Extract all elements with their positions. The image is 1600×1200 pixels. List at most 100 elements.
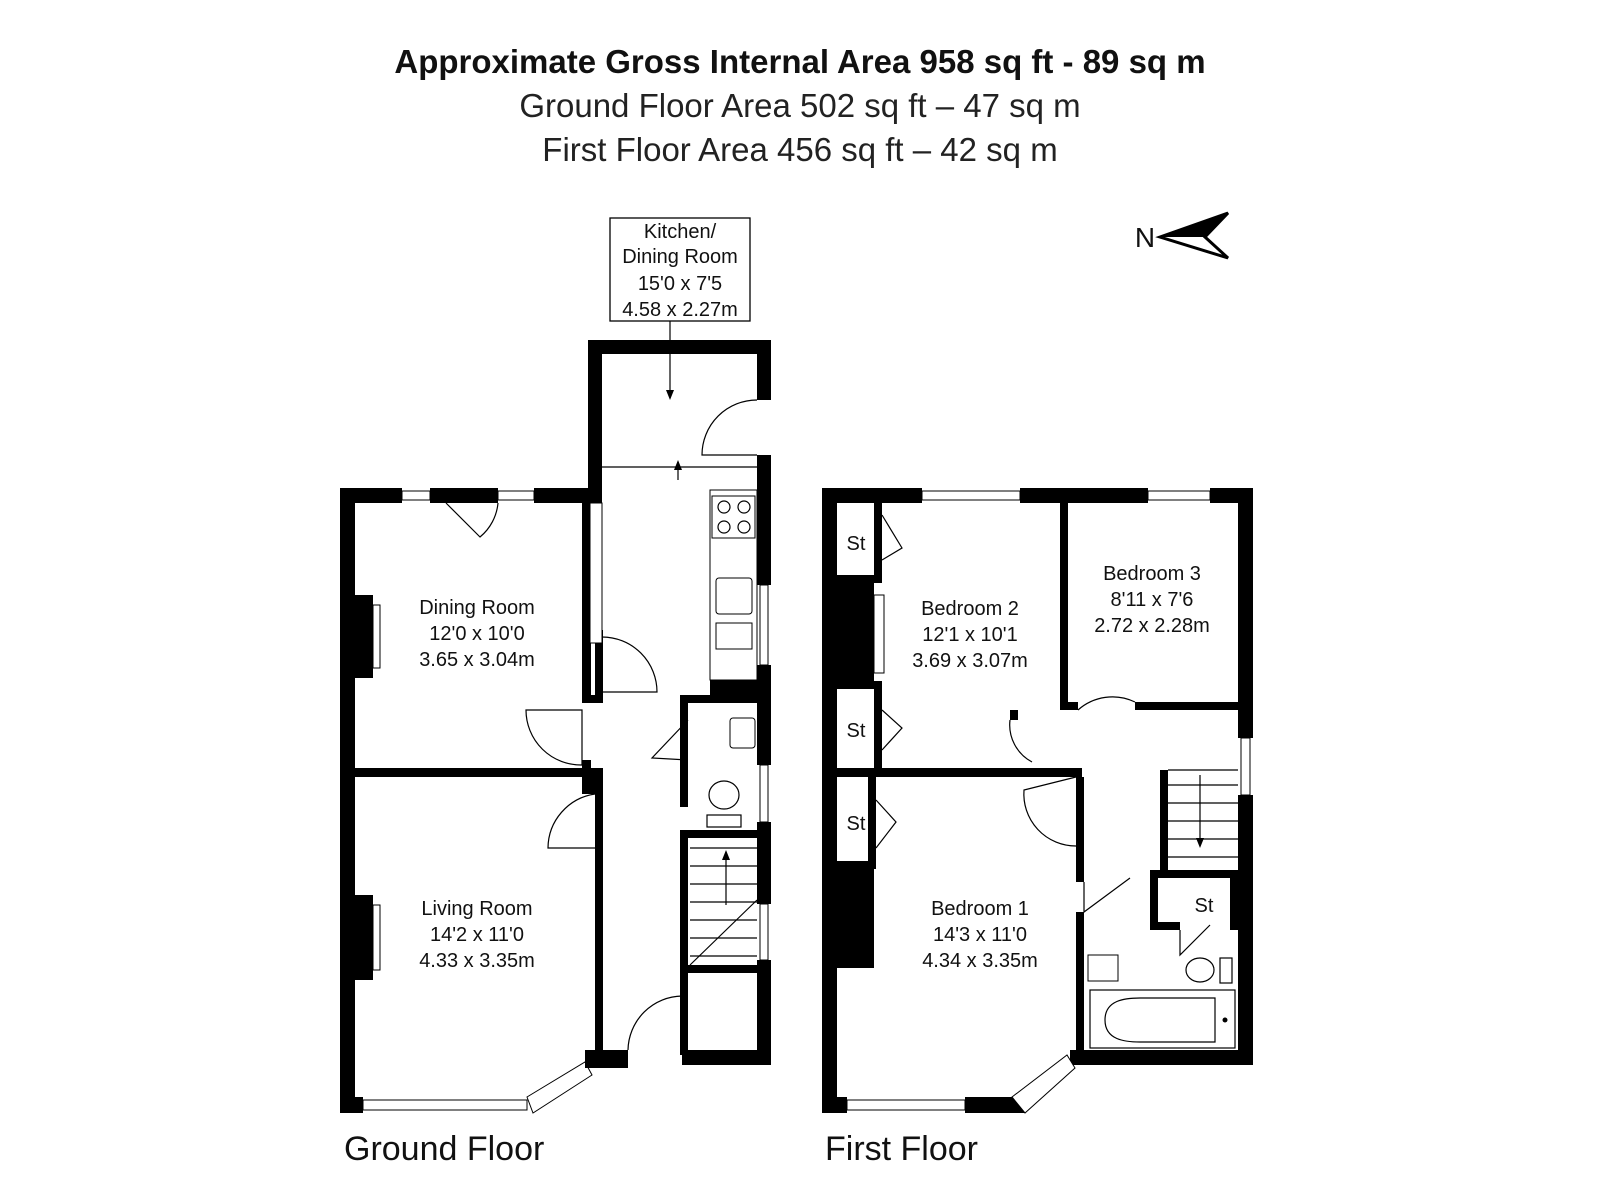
- kitchen-name-line1: Kitchen/: [644, 221, 717, 243]
- toilet-cistern-icon: [1219, 957, 1233, 984]
- wall: [680, 695, 688, 807]
- wall: [757, 960, 771, 1065]
- wall: [588, 340, 602, 502]
- wc-basin-icon: [729, 717, 756, 749]
- wall: [868, 777, 876, 869]
- kitchen-name-line2: Dining Room: [622, 246, 738, 268]
- wall: [822, 488, 922, 503]
- window: [759, 764, 769, 823]
- wall: [430, 488, 498, 503]
- bedroom1-metric: 4.34 x 3.35m: [922, 950, 1038, 972]
- ground-floor-plan: Kitchen/ Dining Room 15'0 x 7'5 4.58 x 2…: [340, 217, 771, 1168]
- kitchen-label-box: [609, 217, 751, 322]
- wall: [680, 965, 688, 1055]
- wall: [1076, 912, 1084, 1062]
- burner-icon: [717, 500, 731, 514]
- wall: [585, 1050, 628, 1068]
- wall: [582, 695, 602, 703]
- burner-icon: [737, 500, 751, 514]
- wall: [1010, 710, 1018, 720]
- door-swing: [547, 793, 596, 849]
- wall: [874, 503, 882, 583]
- bath-icon: [1089, 989, 1236, 1049]
- chimney-breast: [837, 868, 874, 968]
- chimney-breast: [355, 595, 373, 678]
- store-label: St: [847, 720, 866, 742]
- wall: [1230, 870, 1238, 930]
- door-swing: [1009, 719, 1033, 763]
- door-swing: [650, 719, 689, 761]
- store-label: St: [847, 533, 866, 555]
- plug-icon: [1222, 1017, 1228, 1023]
- wall: [757, 665, 771, 765]
- door-swing: [701, 399, 758, 456]
- toilet-cistern-icon: [706, 814, 742, 828]
- stairs: [689, 847, 758, 966]
- dining-room-metric: 3.65 x 3.04m: [419, 649, 535, 671]
- door-swing: [1083, 877, 1131, 914]
- wall: [757, 822, 771, 904]
- window: [759, 903, 769, 961]
- sink-icon: [715, 577, 753, 615]
- living-room-name: Living Room: [421, 898, 532, 920]
- door-swing: [601, 636, 658, 693]
- wall: [595, 630, 603, 703]
- area-header: Approximate Gross Internal Area 958 sq f…: [0, 40, 1600, 172]
- bedroom3-name: Bedroom 3: [1103, 563, 1201, 585]
- door-swing: [881, 709, 903, 751]
- kitchen-metric: 4.58 x 2.27m: [622, 299, 738, 321]
- wall: [340, 1097, 363, 1113]
- wall: [682, 1050, 771, 1065]
- counter: [589, 502, 603, 644]
- bedroom1-imperial: 14'3 x 11'0: [933, 924, 1027, 946]
- door-swing: [1179, 924, 1211, 957]
- wall: [1020, 488, 1148, 503]
- north-arrow-fill-icon: [1160, 213, 1228, 237]
- wall: [837, 681, 882, 689]
- window: [497, 490, 535, 501]
- store-label: St: [1195, 895, 1214, 917]
- first-floor-area: First Floor Area 456 sq ft – 42 sq m: [542, 131, 1058, 168]
- wall: [340, 488, 355, 1113]
- wall: [1160, 770, 1168, 877]
- wall: [582, 760, 591, 777]
- bedroom2-imperial: 12'1 x 10'1: [922, 624, 1018, 646]
- kitchen-imperial: 15'0 x 7'5: [638, 273, 722, 295]
- wall: [534, 488, 602, 503]
- hearth: [873, 594, 885, 674]
- wall: [757, 455, 771, 585]
- compass: N: [1135, 211, 1230, 260]
- window: [1240, 737, 1251, 796]
- bedroom1-name: Bedroom 1: [931, 898, 1029, 920]
- wall: [355, 768, 603, 777]
- window: [401, 490, 431, 501]
- wall: [1150, 922, 1180, 930]
- store-label: St: [847, 813, 866, 835]
- door-swing: [1077, 696, 1136, 711]
- dining-room-imperial: 12'0 x 10'0: [429, 623, 525, 645]
- wall: [1135, 702, 1238, 710]
- window: [846, 1099, 966, 1111]
- wall: [837, 768, 1082, 777]
- door-swing: [875, 799, 897, 849]
- ground-floor-area: Ground Floor Area 502 sq ft – 47 sq m: [519, 87, 1081, 124]
- bay-window: [526, 1061, 593, 1114]
- compass-north-letter: N: [1135, 222, 1155, 253]
- chimney-breast: [355, 895, 373, 980]
- bath-inner-icon: [1104, 997, 1216, 1043]
- toilet-icon: [708, 780, 740, 810]
- door-swing: [1023, 776, 1077, 847]
- wall: [757, 340, 771, 400]
- wall: [1076, 777, 1084, 882]
- wall: [1060, 702, 1078, 710]
- bedroom2-name: Bedroom 2: [921, 598, 1019, 620]
- door-swing: [525, 709, 583, 766]
- wall: [680, 695, 757, 703]
- burner-icon: [717, 520, 731, 534]
- wall: [680, 965, 757, 973]
- window: [759, 584, 769, 666]
- first-floor-plan: Bedroom 2 12'1 x 10'1 3.69 x 3.07m Bedro…: [822, 488, 1253, 1168]
- wall: [1070, 1050, 1253, 1065]
- wall: [1150, 870, 1158, 930]
